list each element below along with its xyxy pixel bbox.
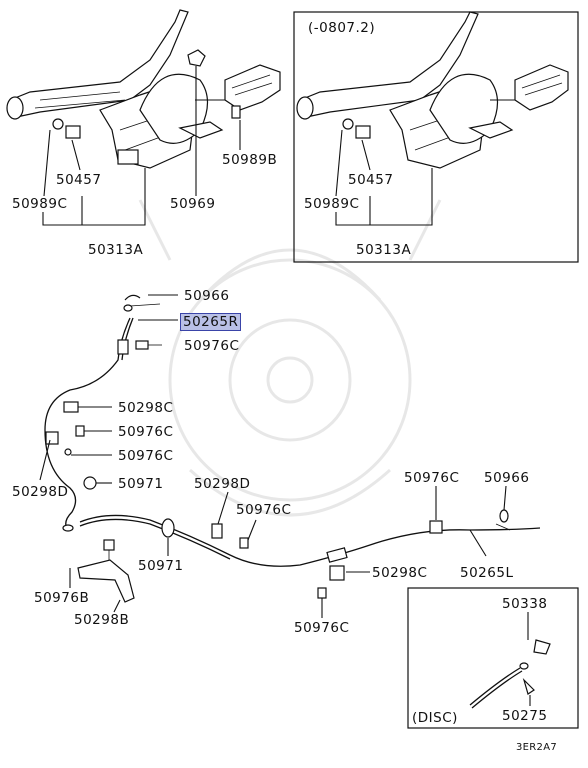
- part-label-50971-b[interactable]: 50971: [138, 558, 184, 574]
- part-label-50298D-a[interactable]: 50298D: [12, 484, 69, 500]
- part-label-50969[interactable]: 50969: [170, 196, 216, 212]
- part-label-50265R-highlighted[interactable]: 50265R: [180, 313, 242, 331]
- part-label-50989C-right[interactable]: 50989C: [304, 196, 360, 212]
- part-label-50971-a[interactable]: 50971: [118, 476, 164, 492]
- part-label-50989B[interactable]: 50989B: [222, 152, 278, 168]
- part-label-50265L[interactable]: 50265L: [460, 565, 514, 581]
- lever-assembly-left: [6, 9, 281, 169]
- part-label-50457-left[interactable]: 50457: [56, 172, 102, 188]
- cable-right: [44, 294, 162, 532]
- part-label-50989C-left[interactable]: 50989C: [12, 196, 68, 212]
- part-label-50298C-b[interactable]: 50298C: [372, 565, 428, 581]
- watermark-emblem: [138, 199, 442, 517]
- lever-assembly-right: [296, 11, 569, 169]
- part-label-50976C-b[interactable]: 50976C: [118, 424, 174, 440]
- part-label-50338[interactable]: 50338: [502, 596, 548, 612]
- leader-lines-top-left: [42, 66, 241, 226]
- leader-lines-right-cable: [39, 294, 178, 481]
- leader-lines-bracket: [69, 568, 121, 613]
- part-label-50976C-e[interactable]: 50976C: [404, 470, 460, 486]
- part-label-50298C-a[interactable]: 50298C: [118, 400, 174, 416]
- bracket-50298B: [77, 539, 135, 603]
- part-label-50275[interactable]: 50275: [502, 708, 548, 724]
- inset-date-label: (-0807.2): [308, 20, 376, 36]
- inset-disc-label: (DISC): [412, 710, 458, 726]
- leader-lines-left-cable: [167, 485, 507, 618]
- part-label-50298B[interactable]: 50298B: [74, 612, 130, 628]
- part-label-50313A-left[interactable]: 50313A: [88, 242, 144, 258]
- leader-lines-top-right: [335, 129, 433, 226]
- part-label-50976C-d[interactable]: 50976C: [236, 502, 292, 518]
- inset-box-top: [293, 11, 579, 263]
- part-label-50976C-a[interactable]: 50976C: [184, 338, 240, 354]
- part-label-50298D-b[interactable]: 50298D: [194, 476, 251, 492]
- part-label-50966-top[interactable]: 50966: [184, 288, 230, 304]
- figure-code: 3ER2A7: [516, 742, 557, 753]
- inset-box-bottom: [407, 587, 579, 729]
- part-label-50313A-right[interactable]: 50313A: [356, 242, 412, 258]
- part-label-50966-bottom[interactable]: 50966: [484, 470, 530, 486]
- part-label-50976B[interactable]: 50976B: [34, 590, 90, 606]
- part-label-50457-right[interactable]: 50457: [348, 172, 394, 188]
- part-label-50976C-f[interactable]: 50976C: [294, 620, 350, 636]
- cable-left: [79, 509, 541, 599]
- part-label-50976C-c[interactable]: 50976C: [118, 448, 174, 464]
